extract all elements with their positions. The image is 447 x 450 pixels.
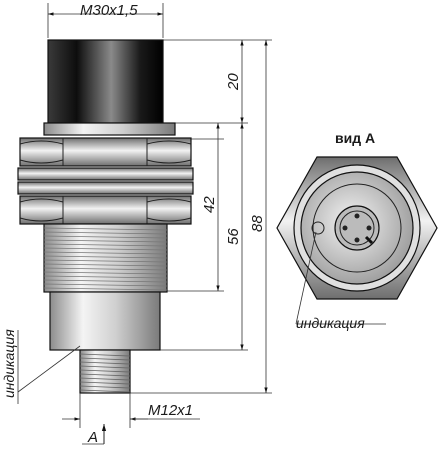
- view-a-title: вид А: [335, 130, 375, 146]
- dim-cap-length: 20: [225, 73, 242, 91]
- indication-label-view: индикация: [296, 315, 365, 331]
- threaded-body: [43, 223, 168, 293]
- indicator-led: [311, 221, 325, 235]
- washer-upper: [17, 167, 194, 181]
- dim-body-length: 56: [225, 228, 242, 245]
- dim-total-length: 88: [249, 215, 266, 232]
- svg-text:А: А: [87, 429, 98, 446]
- indication-label-side: индикация: [1, 329, 17, 398]
- sensor-cap: [47, 39, 164, 124]
- sensor-collar: [43, 122, 176, 136]
- upper-nut: [19, 137, 192, 167]
- connector-m12: [79, 349, 131, 394]
- connector-face: [334, 205, 380, 251]
- dim-nut-span: 42: [201, 196, 218, 213]
- view-a: вид А индикация: [276, 130, 438, 331]
- dim-thread-connector: M12x1: [148, 402, 193, 419]
- indication-callout-side: индикация: [1, 329, 81, 404]
- lower-nut: [19, 195, 192, 225]
- side-view: M30x1,5 20 42 56 88 M12x1 А индикация: [1, 2, 272, 446]
- lower-body: [49, 291, 161, 351]
- washer-lower: [17, 181, 194, 195]
- dim-thread-main: M30x1,5: [80, 2, 138, 19]
- indication-callout-view: индикация: [295, 231, 386, 331]
- view-arrow-a: А: [82, 424, 107, 446]
